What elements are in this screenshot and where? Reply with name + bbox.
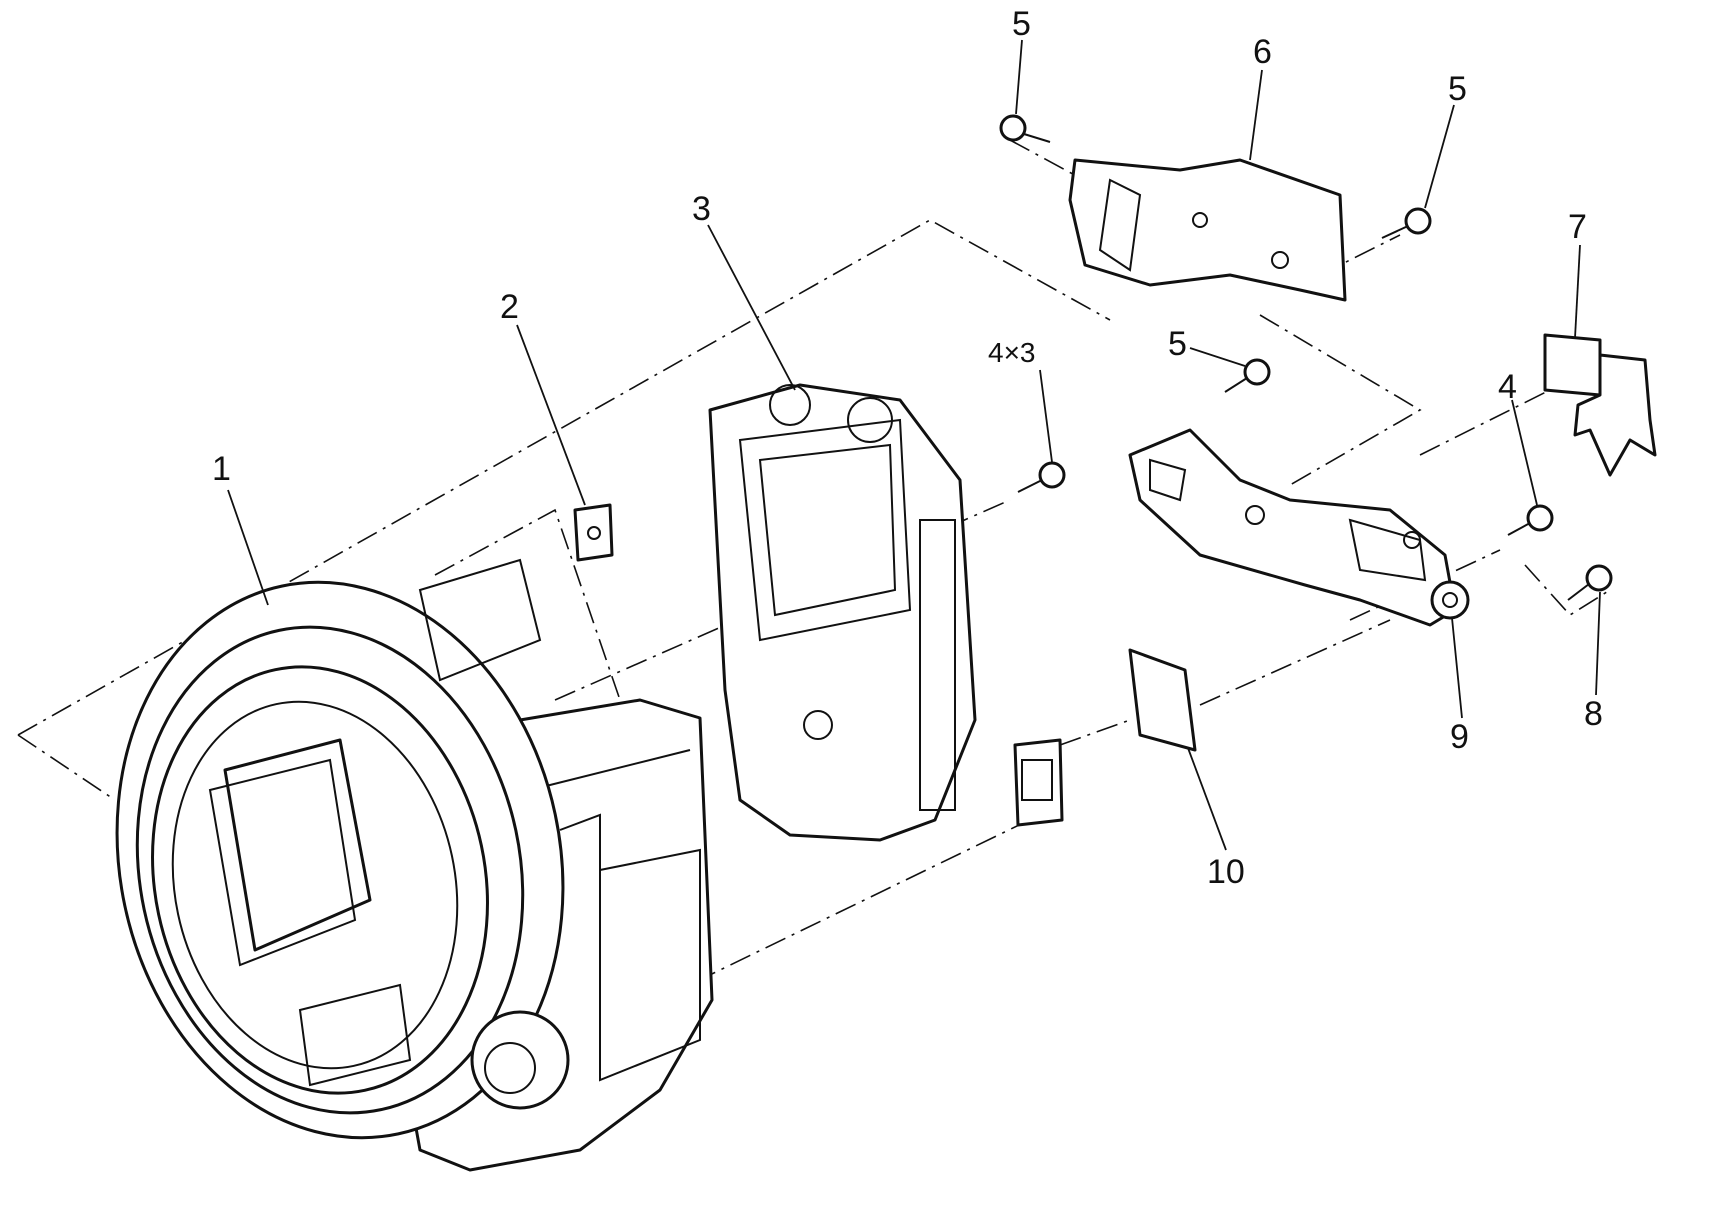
- lens-frame-part-3: [708, 383, 977, 842]
- callout-6: 6: [1253, 33, 1272, 71]
- sheet-part-10: [1128, 648, 1197, 752]
- callout-9: 9: [1450, 718, 1469, 756]
- screw-icon-8: [1567, 564, 1613, 601]
- leader-lines: [227, 39, 1601, 851]
- callout-7: 7: [1568, 208, 1587, 246]
- sensor-board: [1013, 738, 1064, 827]
- square-plate-part-2: [573, 503, 614, 562]
- roller-part-9: [1430, 580, 1470, 620]
- screw-icon-5b: [1381, 207, 1432, 239]
- front-housing-part-1: [115, 558, 714, 1172]
- bent-plate-part-7: [1543, 333, 1657, 477]
- screw-icon-5a: [999, 114, 1051, 143]
- screw-icon-4: [1507, 504, 1554, 536]
- callout-4x3: 4×3: [988, 337, 1036, 368]
- callout-5b: 5: [1448, 70, 1467, 108]
- screw-icon-5c: [1224, 358, 1271, 393]
- callout-2: 2: [500, 288, 519, 326]
- callout-4: 4: [1498, 368, 1517, 406]
- callout-10: 10: [1207, 853, 1245, 891]
- callout-1: 1: [212, 450, 231, 488]
- callout-8: 8: [1584, 695, 1603, 733]
- callout-5a: 5: [1012, 5, 1031, 43]
- middle-bracket-assembly: [1128, 428, 1457, 627]
- callout-5c: 5: [1168, 325, 1187, 363]
- screw-icon-4x3: [1017, 461, 1066, 493]
- callout-3: 3: [692, 190, 711, 228]
- upper-bracket-part-6: [1068, 158, 1347, 302]
